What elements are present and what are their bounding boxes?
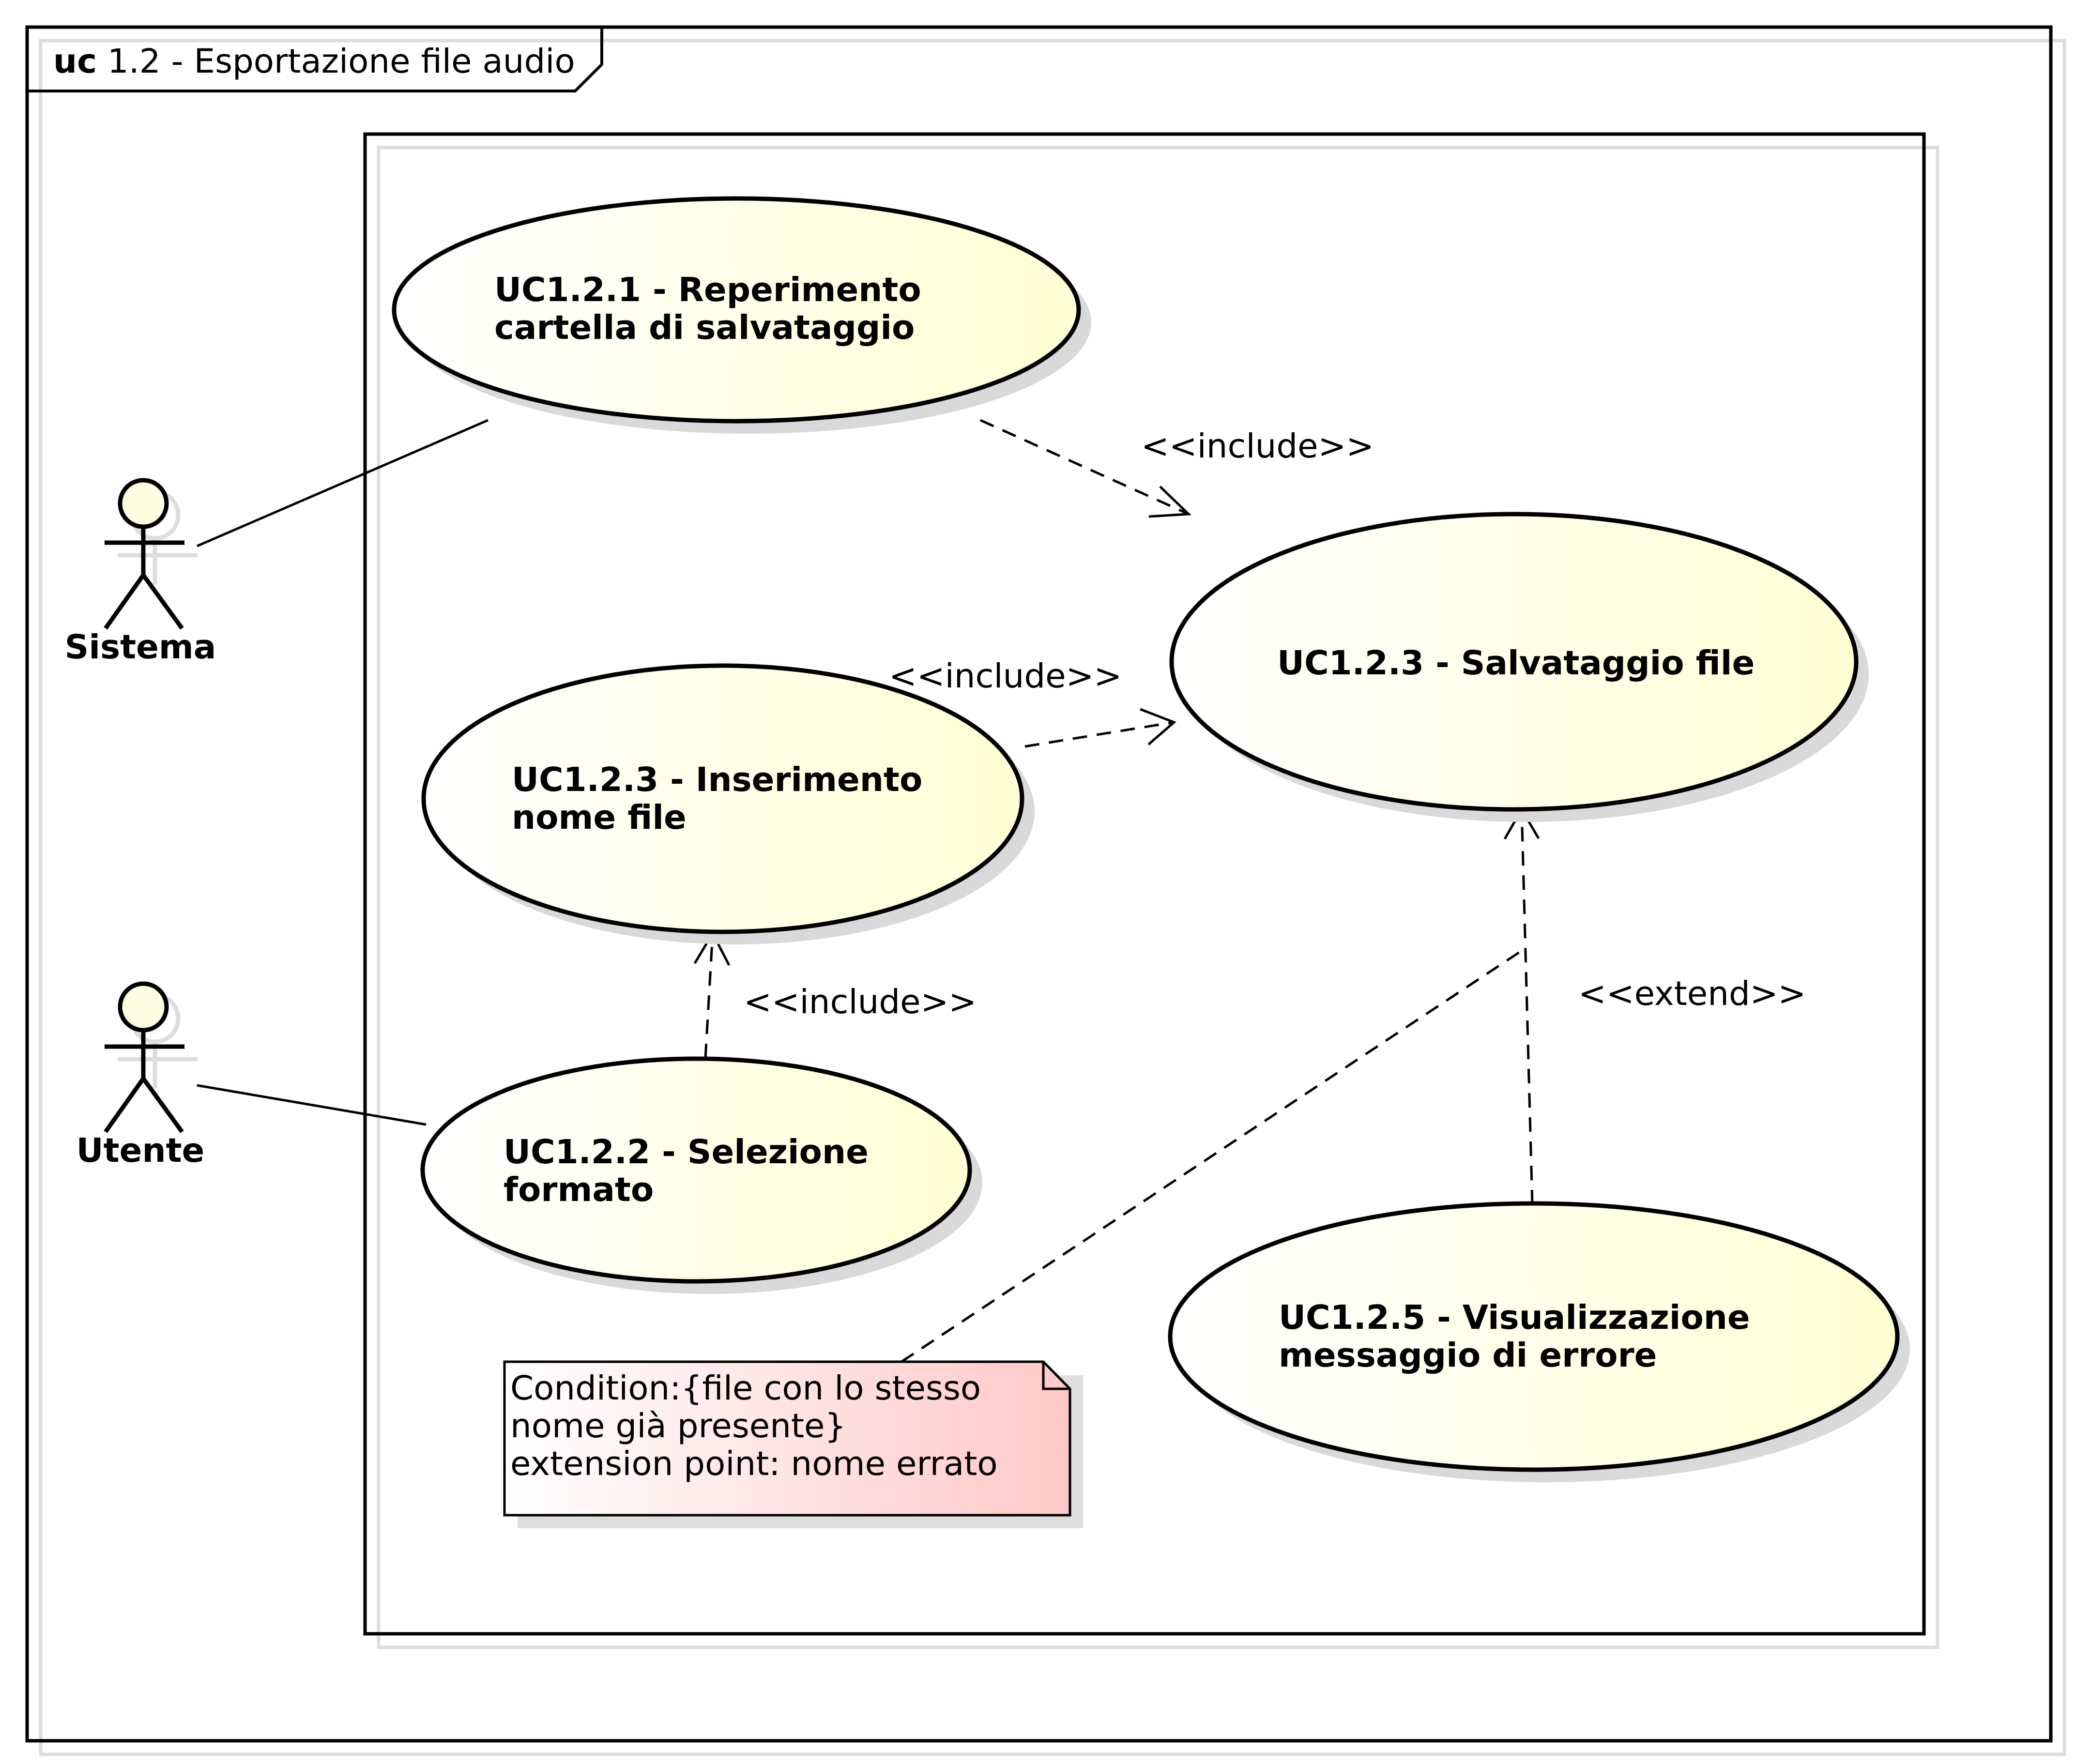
frame-keyword: uc <box>53 42 97 81</box>
use-case-salvataggio-file[interactable]: UC1.2.3 - Salvataggio file <box>1169 512 1869 822</box>
note-line-2: nome già presente} <box>510 1407 846 1445</box>
actor-utente-name: Utente <box>76 1131 205 1170</box>
include-uc121-to-salvataggio[interactable]: <<include>> <box>979 419 1374 518</box>
selezione-label-line-2: formato <box>504 1171 654 1209</box>
use-case-uc121[interactable]: UC1.2.1 - Reperimento cartella di salvat… <box>392 196 1091 434</box>
inserimento-label-line-2: nome file <box>512 798 687 837</box>
actor-sistema-name: Sistema <box>65 628 216 667</box>
association-utente-uc122[interactable] <box>197 1084 427 1126</box>
condition-note[interactable]: Condition:{file con lo stesso nome già p… <box>503 1360 1083 1528</box>
actor-sistema[interactable]: Sistema <box>65 478 216 667</box>
visualizzazione-label-line-2: messaggio di errore <box>1279 1336 1657 1375</box>
include-label-2: <<include>> <box>889 657 1122 696</box>
note-line-1: Condition:{file con lo stesso <box>510 1369 981 1408</box>
extend-label: <<extend>> <box>1578 974 1806 1013</box>
actor-utente[interactable]: Utente <box>76 981 205 1170</box>
include-inserimento-to-salvataggio[interactable]: <<include>> <box>889 657 1176 748</box>
salvataggio-label: UC1.2.3 - Salvataggio file <box>1277 644 1755 683</box>
use-case-visualizzazione-errore[interactable]: UC1.2.5 - Visualizzazione messaggio di e… <box>1168 1201 1910 1482</box>
visualizzazione-label-line-1: UC1.2.5 - Visualizzazione <box>1279 1298 1750 1337</box>
frame-title: uc 1.2 - Esportazione file audio <box>53 42 575 81</box>
actor-utente-figure <box>104 981 184 1133</box>
selezione-label-line-1: UC1.2.2 - Selezione <box>504 1133 869 1171</box>
uc121-label-line-2: cartella di salvataggio <box>494 308 915 347</box>
note-line-3: extension point: nome errato <box>510 1445 998 1483</box>
use-case-selezione-formato[interactable]: UC1.2.2 - Selezione formato <box>420 1056 982 1294</box>
extend-visualizzazione-to-salvataggio[interactable]: <<extend>> <box>1503 807 1806 1205</box>
uc121-label-line-1: UC1.2.1 - Reperimento <box>494 271 921 309</box>
frame-title-text: 1.2 - Esportazione file audio <box>107 42 575 81</box>
note-anchor-line <box>901 948 1524 1363</box>
diagram-frame: uc 1.2 - Esportazione file audio <box>25 25 2066 1756</box>
include-label-1: <<include>> <box>1141 427 1374 466</box>
association-sistema-uc121[interactable] <box>197 419 488 547</box>
use-case-inserimento-nome-file[interactable]: UC1.2.3 - Inserimento nome file <box>421 663 1035 944</box>
actor-sistema-figure <box>104 478 184 630</box>
include-selezione-to-inserimento[interactable]: <<include>> <box>693 930 977 1059</box>
system-boundary <box>363 132 1939 1649</box>
inserimento-label-line-1: UC1.2.3 - Inserimento <box>512 760 922 799</box>
include-label-3: <<include>> <box>744 983 977 1021</box>
